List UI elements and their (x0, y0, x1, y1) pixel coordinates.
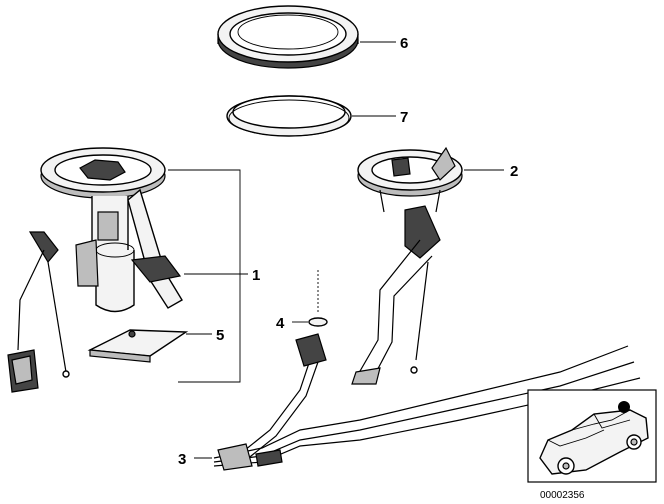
callout-2: 2 (510, 163, 518, 180)
leader-lines (184, 41, 504, 459)
part-1-fuel-pump-assembly (7, 147, 183, 393)
diagram-code: 00002356 (540, 490, 585, 501)
part-2-level-sender (351, 146, 463, 385)
part-4-o-ring (308, 270, 328, 327)
callout-4: 4 (276, 315, 285, 332)
callout-7: 7 (400, 109, 408, 126)
callout-6: 6 (400, 35, 408, 52)
location-marker-icon (618, 401, 630, 413)
part-3-wiring-harness (213, 333, 641, 471)
callout-5: 5 (216, 327, 224, 344)
part-6-locking-ring (217, 5, 359, 69)
part-7-seal-ring (226, 95, 352, 137)
car-location-inset (527, 389, 657, 483)
callout-3: 3 (178, 451, 186, 468)
part-5-filter (87, 329, 189, 363)
callout-1: 1 (252, 267, 260, 284)
group-bracket (168, 169, 241, 383)
